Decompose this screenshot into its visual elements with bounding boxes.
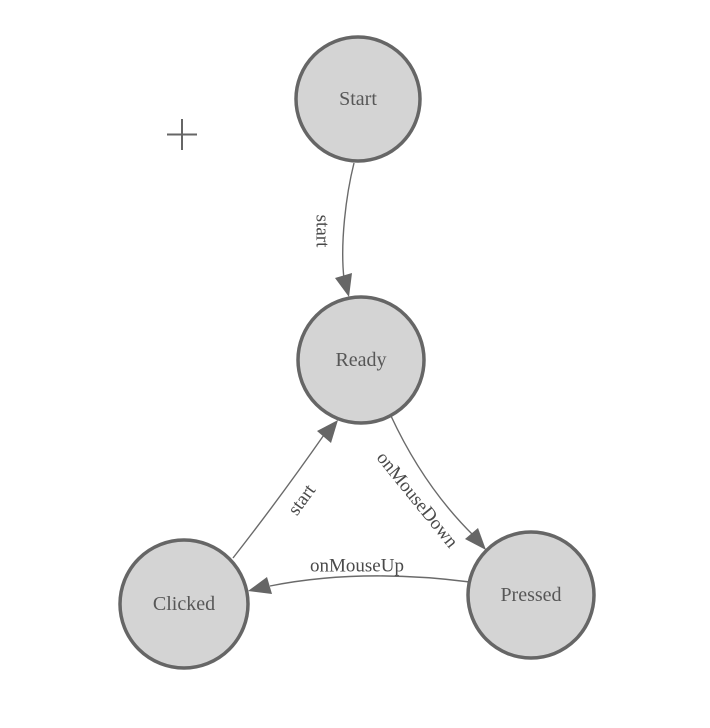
edge-line[interactable] <box>390 415 475 537</box>
node-start-label: Start <box>339 88 377 110</box>
edge-ready-to-pressed[interactable]: onMouseDown <box>372 415 486 553</box>
node-pressed-circle[interactable] <box>466 530 596 660</box>
edge-label-start-ready: start <box>312 215 333 248</box>
edge-label-onmouseup: onMouseUp <box>310 556 404 577</box>
arrowhead-icon <box>317 420 338 443</box>
arrowhead-icon <box>248 577 272 594</box>
edge-line[interactable] <box>269 575 471 587</box>
edge-label-start-clicked-ready: start <box>284 480 321 519</box>
node-pressed-label: Pressed <box>500 584 561 606</box>
node-clicked[interactable]: Clicked <box>118 538 250 670</box>
plus-crosshair-icon <box>167 119 197 150</box>
edge-pressed-to-clicked[interactable]: onMouseUp <box>248 556 471 595</box>
node-ready-circle[interactable] <box>296 295 426 425</box>
node-ready[interactable]: Ready <box>296 295 426 425</box>
node-start[interactable]: Start <box>294 35 422 163</box>
node-ready-label: Ready <box>335 349 386 371</box>
edge-clicked-to-ready[interactable]: start <box>232 420 338 559</box>
edge-start-to-ready[interactable]: start <box>312 162 355 297</box>
arrowhead-icon <box>335 273 352 297</box>
node-start-circle[interactable] <box>294 35 422 163</box>
edge-line[interactable] <box>342 162 355 280</box>
node-pressed[interactable]: Pressed <box>466 530 596 660</box>
edge-line[interactable] <box>232 431 327 559</box>
node-clicked-circle[interactable] <box>118 538 250 670</box>
arrowhead-icon <box>465 528 486 550</box>
node-clicked-label: Clicked <box>153 593 215 615</box>
